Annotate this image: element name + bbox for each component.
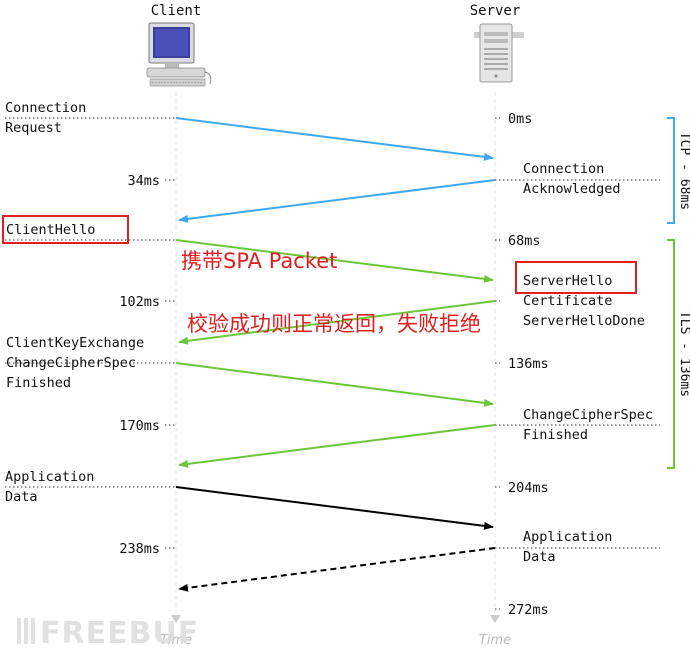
right-label-serverhello: ServerHello (523, 273, 612, 289)
left-label-request: Request (5, 120, 62, 136)
arrow-connection-request (175, 117, 494, 161)
arrow-server-finished (178, 424, 496, 468)
right-time-272ms: 272ms (508, 602, 549, 618)
server-time-arrow (490, 615, 500, 623)
right-label-changecipherspec: ChangeCipherSpec (523, 407, 653, 423)
left-label-clienthello: ClientHello (6, 222, 95, 238)
right-time-204ms: 204ms (508, 480, 549, 496)
left-label-finished: Finished (6, 375, 71, 391)
server-icon (474, 23, 524, 83)
right-label-connection: Connection (523, 161, 604, 177)
right-label-finished: Finished (523, 427, 588, 443)
right-time-0ms: 0ms (508, 111, 532, 127)
arrow-serverhello (178, 300, 496, 345)
left-time-34ms: 34ms (127, 173, 160, 189)
left-label-changecipherspec: ChangeCipherSpec (6, 355, 136, 371)
server-header: Server (470, 3, 521, 19)
right-label-acknowledged: Acknowledged (523, 181, 621, 197)
left-label-connection: Connection (5, 100, 86, 116)
arrow-server-application-data (178, 547, 496, 592)
right-label-certificate: Certificate (523, 293, 612, 309)
right-time-68ms: 68ms (508, 233, 541, 249)
right-label-application: Application (523, 529, 612, 545)
server-time-label: Time (479, 633, 511, 648)
left-label-data: Data (5, 489, 38, 505)
arrow-connection-acknowledged (178, 179, 496, 223)
left-time-238ms: 238ms (119, 541, 160, 557)
clienthello-highlight-box (2, 215, 129, 244)
arrow-clienthello (175, 239, 494, 283)
left-time-170ms: 170ms (119, 418, 160, 434)
right-time-136ms: 136ms (508, 356, 549, 372)
left-label-clientkeyexchange: ClientKeyExchange (6, 335, 144, 351)
watermark-text: FREEBUF (40, 616, 199, 651)
computer-icon (146, 22, 212, 87)
tcp-bracket-label: TCP - 68ms (677, 132, 690, 210)
arrow-client-application-data (175, 486, 494, 530)
client-time-arrow (171, 615, 181, 623)
serverhello-highlight-box (515, 261, 637, 294)
left-label-application: Application (5, 469, 94, 485)
tls-bracket (667, 239, 675, 469)
right-label-serverhellodone: ServerHelloDone (523, 313, 645, 329)
spa-packet-annotation: 携带SPA Packet (181, 249, 337, 273)
arrow-clientkeyexchange (175, 362, 494, 407)
time-grid (5, 117, 660, 610)
verify-result-annotation: 校验成功则正常返回，失败拒绝 (187, 312, 481, 336)
tcp-bracket (667, 117, 675, 224)
client-header: Client (151, 3, 202, 19)
freebuf-watermark: FREEBUF (17, 616, 199, 651)
right-label-data: Data (523, 549, 556, 565)
tls-bracket-label: TLS - 136ms (677, 311, 690, 397)
client-time-label: Time (160, 633, 192, 648)
left-time-102ms: 102ms (119, 294, 160, 310)
